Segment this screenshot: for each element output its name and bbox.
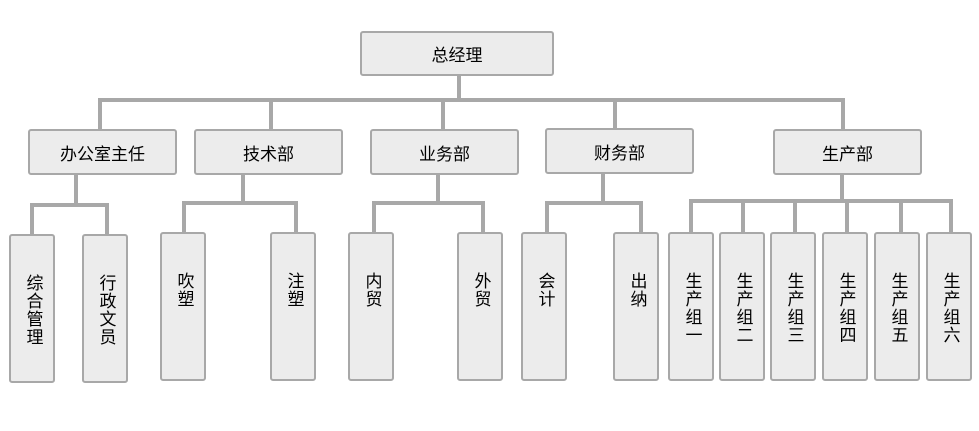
leaf-node-5-3: 生产组三 (770, 232, 816, 381)
leaf-node-5-6: 生产组六 (926, 232, 972, 381)
leaf-node-label: 生产组四 (835, 272, 856, 344)
leaf-node-5-5: 生产组五 (874, 232, 920, 381)
leaf-node-2-2: 注塑 (270, 232, 316, 381)
connector-root-down (457, 76, 461, 100)
connector-dept-2-down (241, 175, 245, 205)
root-node: 总经理 (360, 31, 554, 76)
dept-node-4: 财务部 (545, 128, 694, 174)
dept-node-label: 技术部 (243, 144, 294, 165)
connector-dept-bus (98, 98, 845, 102)
connector-dept-5-bus (689, 199, 953, 203)
leaf-node-label: 生产组三 (783, 272, 804, 344)
leaf-node-label: 生产组六 (939, 272, 960, 344)
dept-node-1: 办公室主任 (28, 129, 177, 175)
leaf-node-label: 吹塑 (173, 272, 194, 308)
leaf-node-label: 综合管理 (22, 274, 43, 346)
leaf-node-5-4: 生产组四 (822, 232, 868, 381)
connector-dept-3-leaf-2 (481, 201, 485, 233)
leaf-node-3-1: 内贸 (348, 232, 394, 381)
root-node-label: 总经理 (431, 46, 483, 66)
connector-dept-3-leaf-1 (372, 201, 376, 233)
leaf-node-1-2: 行政文员 (82, 234, 128, 383)
leaf-node-1-1: 综合管理 (9, 234, 55, 383)
connector-to-dept-2 (269, 98, 273, 130)
dept-node-2: 技术部 (194, 129, 343, 175)
connector-dept-5-down (840, 175, 844, 202)
connector-dept-2-leaf-2 (294, 201, 298, 233)
dept-node-3: 业务部 (370, 129, 519, 175)
connector-to-dept-1 (98, 98, 102, 130)
leaf-node-4-1: 会计 (521, 232, 567, 381)
connector-dept-4-bus (545, 201, 643, 205)
dept-node-label: 办公室主任 (60, 144, 145, 165)
leaf-node-label: 生产组一 (681, 272, 702, 344)
dept-node-5: 生产部 (773, 129, 922, 175)
connector-to-dept-4 (613, 98, 617, 130)
leaf-node-label: 生产组二 (732, 272, 753, 344)
leaf-node-label: 行政文员 (95, 274, 116, 346)
connector-dept-5-leaf-5 (899, 199, 903, 233)
connector-dept-5-leaf-4 (845, 199, 849, 233)
leaf-node-label: 注塑 (283, 272, 304, 308)
leaf-node-label: 生产组五 (887, 272, 908, 344)
connector-dept-1-leaf-1 (30, 203, 34, 235)
dept-node-label: 财务部 (594, 143, 645, 164)
connector-dept-5-leaf-1 (689, 199, 693, 233)
connector-to-dept-5 (841, 98, 845, 130)
leaf-node-label: 内贸 (361, 272, 382, 308)
connector-dept-4-leaf-1 (545, 201, 549, 233)
connector-dept-1-down (74, 175, 78, 205)
leaf-node-4-2: 出纳 (613, 232, 659, 381)
leaf-node-label: 外贸 (470, 272, 491, 308)
connector-dept-5-leaf-6 (949, 199, 953, 233)
connector-to-dept-3 (441, 98, 445, 130)
connector-dept-5-leaf-2 (741, 199, 745, 233)
leaf-node-3-2: 外贸 (457, 232, 503, 381)
leaf-node-2-1: 吹塑 (160, 232, 206, 381)
connector-dept-5-leaf-3 (793, 199, 797, 233)
connector-dept-4-leaf-2 (639, 201, 643, 233)
dept-node-label: 业务部 (419, 144, 470, 165)
leaf-node-5-2: 生产组二 (719, 232, 765, 381)
leaf-node-label: 会计 (534, 272, 555, 308)
connector-dept-1-leaf-2 (105, 203, 109, 235)
connector-dept-2-leaf-1 (182, 201, 186, 233)
leaf-node-label: 出纳 (626, 272, 647, 308)
connector-dept-3-bus (372, 201, 485, 205)
connector-dept-1-bus (30, 203, 109, 207)
connector-dept-2-bus (182, 201, 298, 205)
leaf-node-5-1: 生产组一 (668, 232, 714, 381)
connector-dept-4-down (601, 174, 605, 205)
connector-dept-3-down (436, 175, 440, 205)
dept-node-label: 生产部 (822, 144, 873, 165)
